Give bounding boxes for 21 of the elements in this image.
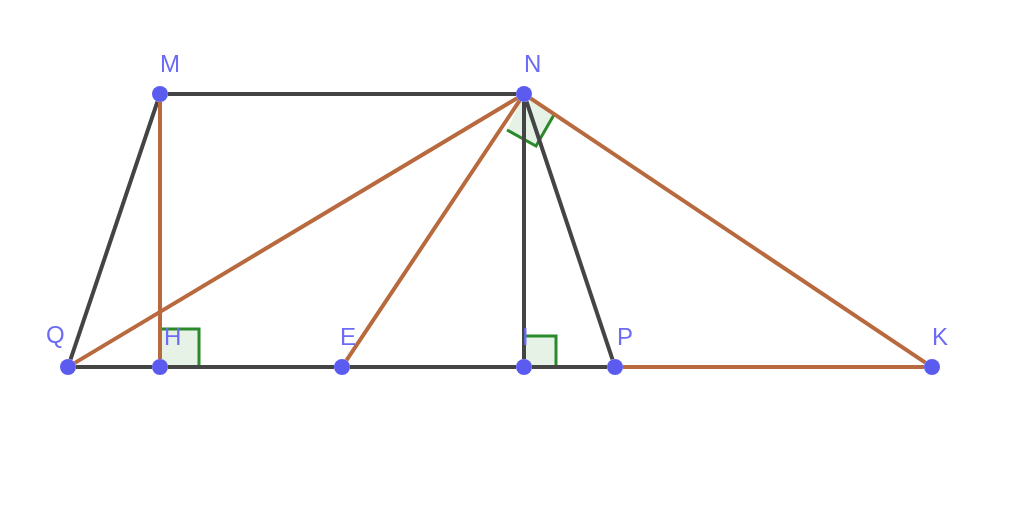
line-segment [158,102,162,359]
line-segment [623,365,924,369]
line-segment [522,102,526,359]
line-segment [344,99,522,362]
point-label: I [522,325,529,349]
point-label: M [160,52,180,76]
line-segment [524,100,615,361]
line-segment [76,365,152,369]
line-segment [73,96,519,365]
line-segment [350,365,516,369]
line-segment [68,100,160,361]
line-segment [529,96,927,365]
point-label: E [340,325,356,349]
point-label: K [932,325,948,349]
line-segment [532,365,607,369]
point-label: N [524,52,542,76]
line-segment [168,365,334,369]
point-label: Q [46,323,65,347]
point-label: H [164,325,182,349]
point-label: P [617,325,633,349]
line-segment [168,92,516,96]
